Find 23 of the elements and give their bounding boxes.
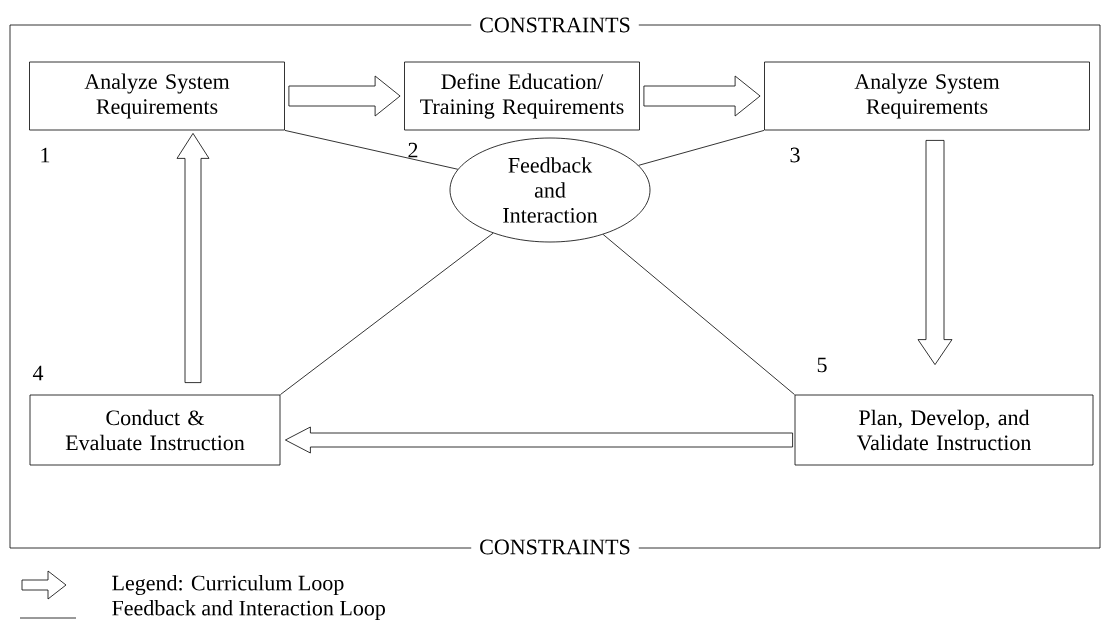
connector-line bbox=[638, 130, 765, 166]
block-arrow bbox=[285, 426, 793, 454]
block-arrow bbox=[643, 75, 761, 117]
process-box: Analyze System Requirements bbox=[764, 61, 1090, 131]
block-arrow bbox=[176, 133, 210, 383]
legend-text: Legend: Curriculum Loop bbox=[112, 575, 344, 595]
legend-text: Feedback and Interaction Loop bbox=[112, 600, 385, 620]
connector-line bbox=[280, 232, 494, 395]
step-number: 2 bbox=[408, 142, 418, 158]
connector-line bbox=[602, 234, 795, 395]
step-number: 1 bbox=[41, 147, 50, 163]
connector-line bbox=[284, 130, 459, 170]
process-box: Plan, Develop, and Validate Instruction bbox=[794, 394, 1094, 466]
process-box: Define Education/ Training Requirements bbox=[404, 61, 640, 131]
process-box: Analyze System Requirements bbox=[29, 61, 285, 131]
process-box: Conduct & Evaluate Instruction bbox=[29, 394, 281, 466]
block-arrow bbox=[288, 75, 401, 117]
block-arrow bbox=[917, 140, 953, 365]
constraints-label: CONSTRAINTS bbox=[471, 538, 639, 556]
step-number: 4 bbox=[32, 365, 44, 381]
step-number: 3 bbox=[790, 147, 800, 163]
constraints-label: CONSTRAINTS bbox=[471, 16, 639, 34]
step-number: 5 bbox=[817, 357, 827, 373]
